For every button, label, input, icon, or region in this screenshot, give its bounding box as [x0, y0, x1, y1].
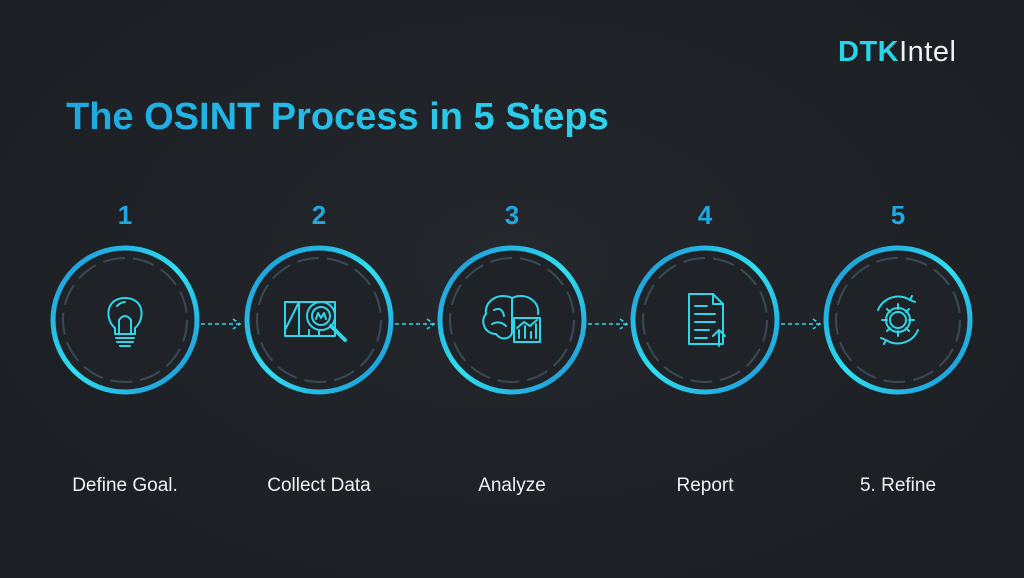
- step-label: 5. Refine: [859, 475, 937, 496]
- step-label: Define Goal.: [72, 475, 178, 496]
- lightbulb-icon: [107, 297, 143, 347]
- step-ring: [244, 245, 394, 395]
- step-ring: [437, 245, 587, 395]
- step-5: 5 5. Refine: [818, 200, 978, 497]
- logo-part1: DTK: [838, 36, 900, 68]
- step-number: 1: [117, 200, 133, 230]
- step-ring: [823, 245, 973, 395]
- step-number: 3: [504, 200, 520, 230]
- step-2: 2 Collect Data: [239, 200, 399, 497]
- arrow-icon: [781, 318, 822, 330]
- step-label: Analyze: [478, 475, 546, 496]
- step-3: 3 Analyze: [432, 200, 592, 497]
- step-label: Report: [676, 475, 734, 496]
- page-title: The OSINT Process in 5 Steps: [66, 96, 609, 138]
- document-upload-icon: [688, 293, 726, 347]
- arrow-icon: [201, 318, 242, 330]
- arrow-icon: [588, 318, 629, 330]
- step-number: 4: [697, 200, 713, 230]
- brain-chart-icon: [482, 295, 541, 343]
- logo-part2: Intel: [899, 36, 957, 68]
- step-1: 1 Define Goal.: [45, 200, 205, 497]
- step-ring: [50, 245, 200, 395]
- brand-logo: DTKIntel: [838, 36, 956, 69]
- gear-cycle-icon: [877, 295, 919, 345]
- step-number: 2: [311, 200, 327, 230]
- step-number: 5: [890, 200, 906, 230]
- arrow-icon: [395, 318, 436, 330]
- map-magnifier-icon: [284, 301, 347, 342]
- step-ring: [630, 245, 780, 395]
- step-label: Collect Data: [267, 475, 371, 496]
- step-4: 4 Report: [625, 200, 785, 497]
